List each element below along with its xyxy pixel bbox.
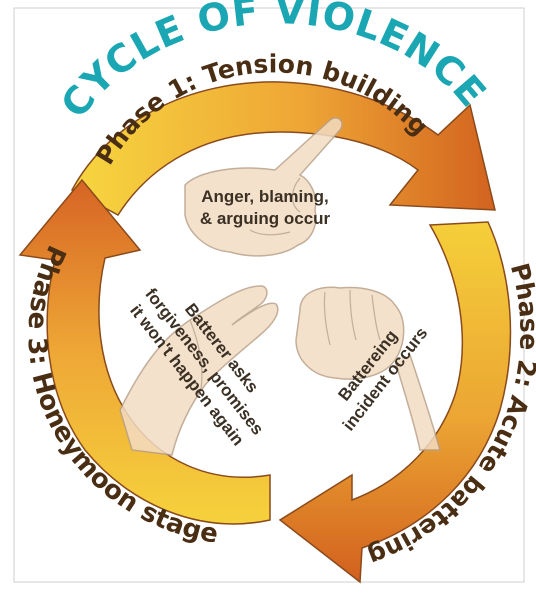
svg-text:Anger, blaming,: Anger, blaming,: [201, 187, 329, 206]
phase-2-arrow: [280, 222, 510, 582]
svg-text:& arguing occur: & arguing occur: [200, 209, 331, 228]
